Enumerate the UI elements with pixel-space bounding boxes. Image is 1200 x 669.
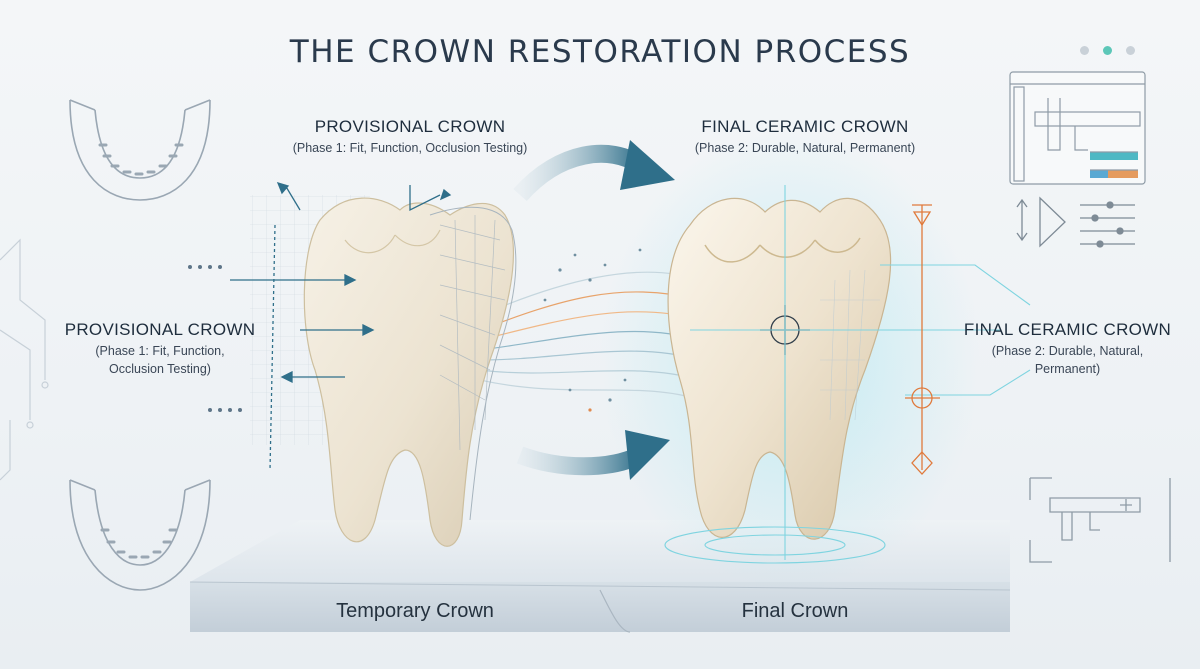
- window-dots: [1080, 46, 1135, 55]
- label-sub-line2: Permanent): [1034, 362, 1101, 376]
- caliper-icon: [1029, 477, 1171, 563]
- flow-arrow-icon: [513, 140, 675, 480]
- jaw-lower-icon: [69, 479, 211, 591]
- side-right-label: FINAL CERAMIC CROWN (Phase 2: Durable, N…: [945, 320, 1190, 378]
- dot-rows: [188, 265, 242, 412]
- label-sub-line1: (Phase 1: Fit, Function,: [95, 344, 225, 358]
- dot-gray-icon: [1126, 46, 1135, 55]
- dot-teal-icon: [1103, 46, 1112, 55]
- label-sub-line2: Occlusion Testing): [109, 362, 211, 376]
- left-schematic-lines: [0, 238, 49, 481]
- control-icons: [1016, 196, 1135, 248]
- platform-label-final: Final Crown: [741, 600, 849, 622]
- provisional-measure-lines: [230, 181, 452, 471]
- page-title: THE CROWN RESTORATION PROCESS: [289, 34, 911, 70]
- label-heading: FINAL CERAMIC CROWN: [701, 117, 909, 136]
- jaw-upper-icon: [69, 99, 211, 201]
- label-heading: PROVISIONAL CROWN: [314, 117, 506, 136]
- label-sub-line1: (Phase 2: Durable, Natural,: [991, 344, 1144, 358]
- platform-label-temporary: Temporary Crown: [336, 600, 494, 622]
- top-left-label: PROVISIONAL CROWN (Phase 1: Fit, Functio…: [270, 117, 550, 157]
- label-heading: PROVISIONAL CROWN: [64, 320, 256, 339]
- label-sub: (Phase 2: Durable, Natural, Permanent): [694, 141, 916, 155]
- final-guide-lines: [664, 185, 1031, 564]
- dot-gray-icon: [1080, 46, 1089, 55]
- caliper-window-icon: [1009, 71, 1146, 185]
- side-left-label: PROVISIONAL CROWN (Phase 1: Fit, Functio…: [55, 320, 265, 378]
- provisional-tooth: [303, 197, 517, 547]
- label-heading: FINAL CERAMIC CROWN: [963, 320, 1172, 339]
- top-right-label: FINAL CERAMIC CROWN (Phase 2: Durable, N…: [665, 117, 945, 157]
- label-sub: (Phase 1: Fit, Function, Occlusion Testi…: [292, 141, 528, 155]
- measure-orange: [905, 204, 940, 475]
